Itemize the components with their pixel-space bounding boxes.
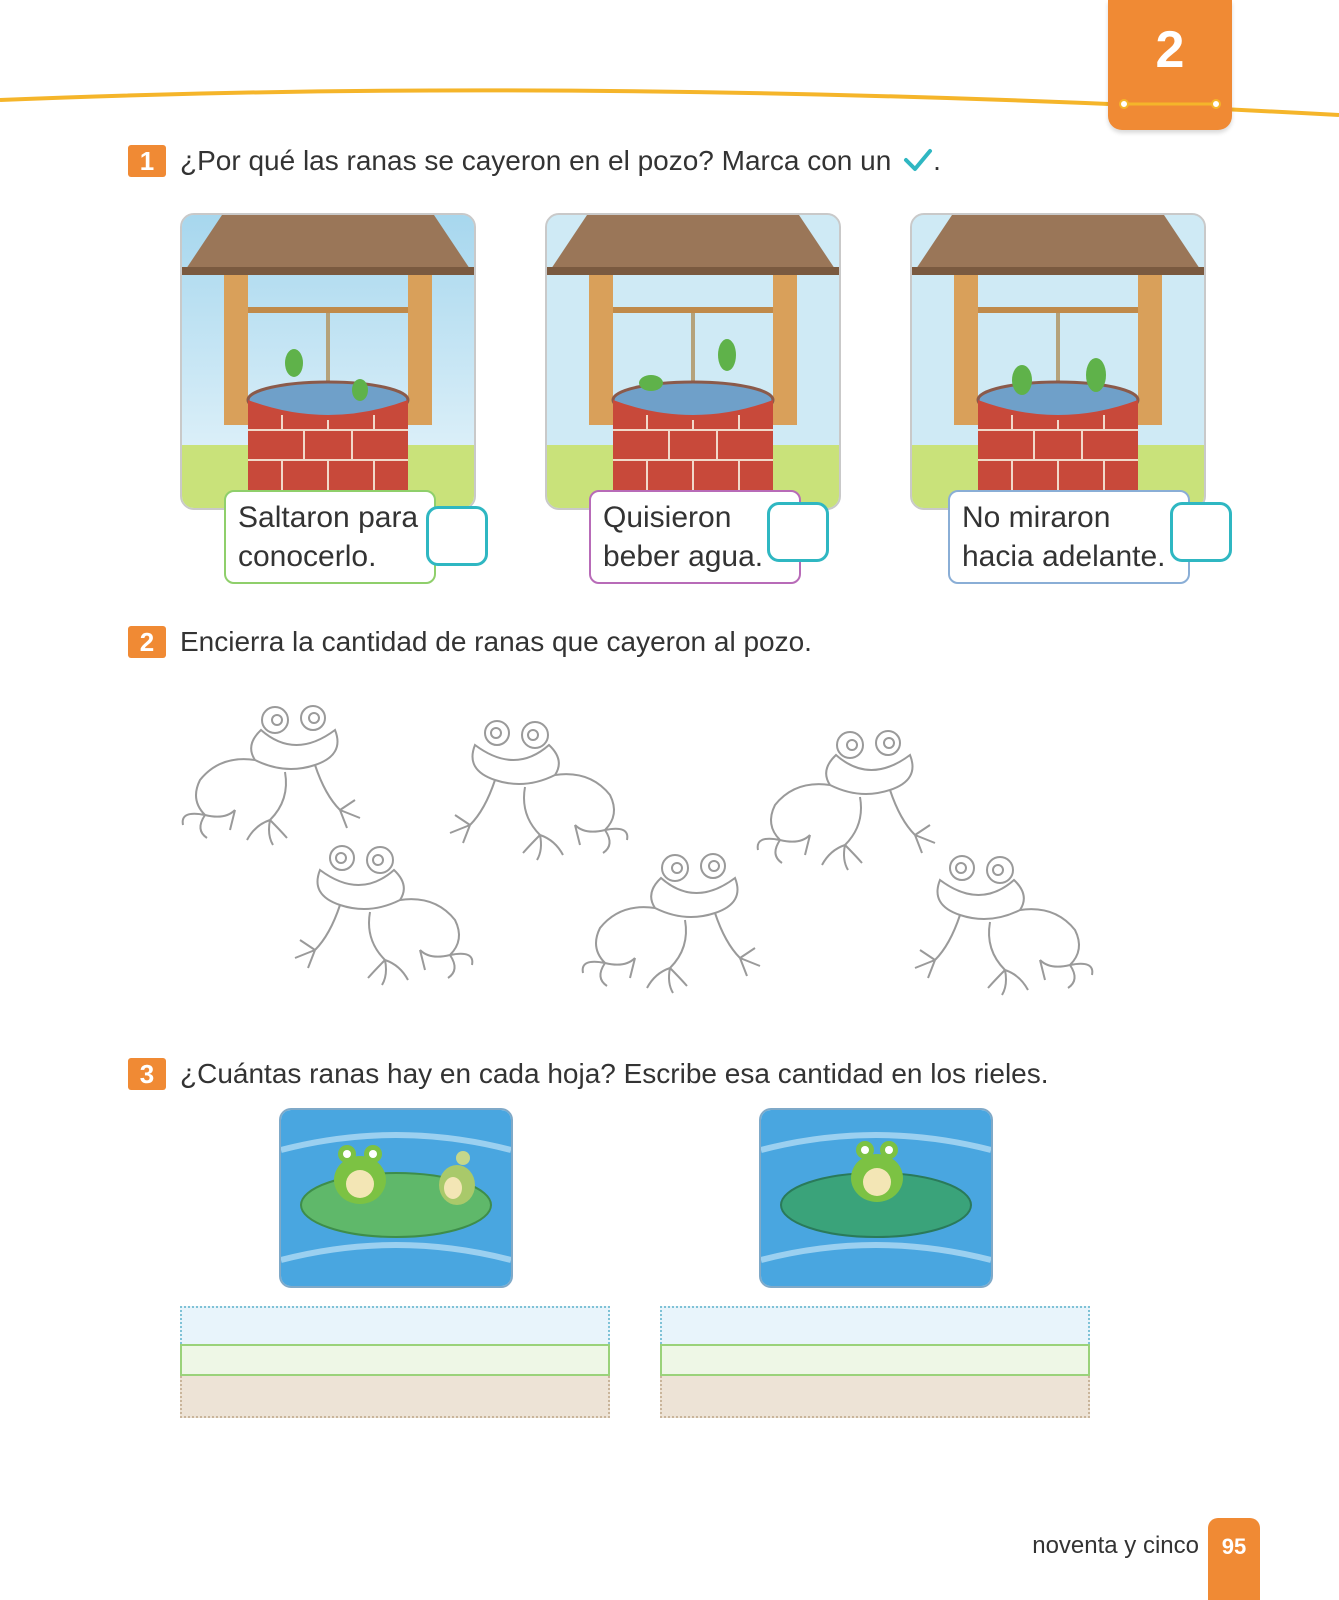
question-2-number: 2	[128, 626, 166, 658]
frog-outlines[interactable]	[170, 700, 1110, 1020]
frog-outline-1[interactable]	[181, 705, 361, 846]
well-illustration-1	[180, 213, 476, 510]
unit-tab: 2	[1108, 0, 1232, 130]
frog-outline-3[interactable]	[756, 730, 936, 871]
page-number-tab: 95	[1208, 1518, 1260, 1600]
frog-icon	[439, 1151, 475, 1205]
unit-tab-thread-icon	[1119, 99, 1221, 109]
option-1-label: Saltaron para conocerlo.	[224, 490, 436, 584]
check-icon	[904, 149, 933, 171]
frog-outline-4[interactable]	[294, 845, 474, 986]
unit-number: 2	[1155, 21, 1185, 79]
option-3-line-2: hacia adelante.	[962, 540, 1166, 573]
page-number: 95	[1221, 1534, 1247, 1559]
question-1-text: ¿Por qué las ranas se cayeron en el pozo…	[180, 145, 941, 177]
answer-rail-2[interactable]	[660, 1306, 1090, 1418]
option-2-line-2: beber agua.	[603, 540, 764, 573]
frog-outline-5[interactable]	[581, 853, 761, 994]
option-1-line-1: Saltaron para	[238, 501, 419, 534]
frog-outline-2[interactable]	[449, 720, 629, 861]
option-3-line-1: No miraron	[962, 501, 1111, 534]
page-number-words: noventa y cinco	[1032, 1532, 1199, 1559]
question-1-prompt: ¿Por qué las ranas se cayeron en el pozo…	[180, 145, 892, 176]
question-1-suffix: .	[933, 145, 941, 176]
option-1-line-2: conocerlo.	[238, 540, 377, 573]
option-2-line-1: Quisieron	[603, 501, 732, 534]
option-3-label: No miraron hacia adelante.	[948, 490, 1190, 584]
question-1-number: 1	[128, 145, 166, 177]
answer-rail-1[interactable]	[180, 1306, 610, 1418]
pond-illustration-1	[279, 1108, 513, 1288]
option-2-checkbox[interactable]	[767, 502, 829, 562]
well-illustration-2	[545, 213, 841, 510]
option-2-label: Quisieron beber agua.	[589, 490, 801, 584]
question-3-number: 3	[128, 1058, 166, 1090]
question-2-text: Encierra la cantidad de ranas que cayero…	[180, 626, 812, 657]
pond-illustration-2	[759, 1108, 993, 1288]
option-1-checkbox[interactable]	[426, 506, 488, 566]
question-3-text: ¿Cuántas ranas hay en cada hoja? Escribe…	[180, 1058, 1049, 1089]
option-3-checkbox[interactable]	[1170, 502, 1232, 562]
well-illustration-3	[910, 213, 1206, 510]
frog-icon	[334, 1145, 386, 1204]
frog-icon	[851, 1141, 903, 1202]
frog-outline-6[interactable]	[914, 855, 1094, 996]
